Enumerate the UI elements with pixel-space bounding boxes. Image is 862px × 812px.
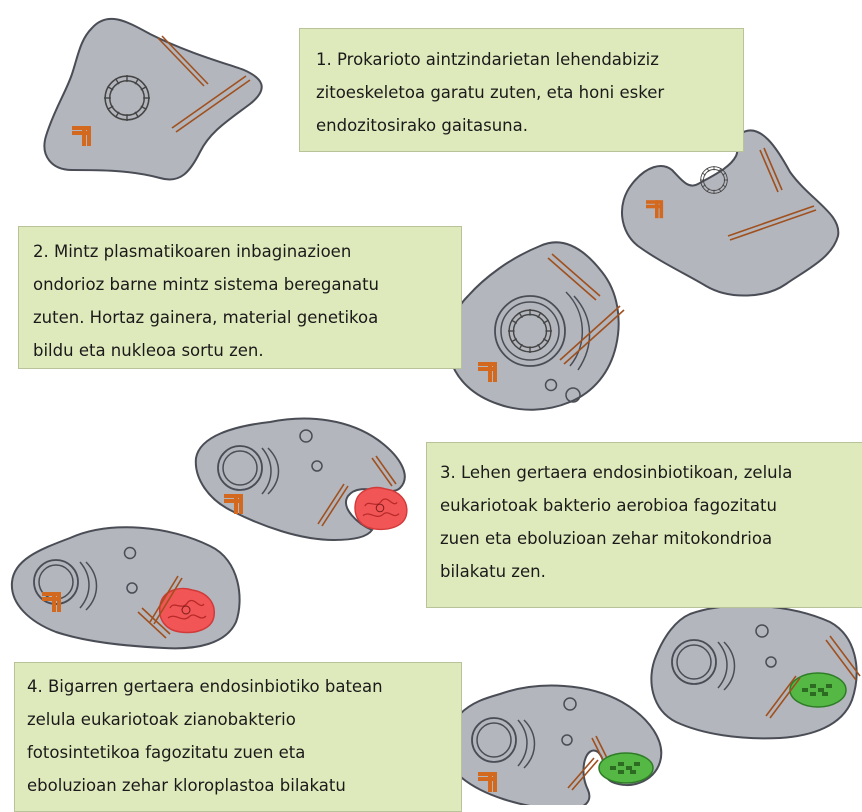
aerobic-bacterium (355, 488, 407, 530)
cell-with-chloroplast (651, 606, 860, 739)
caption-3-line-2: eukariotoak bakterio aerobioa fagozitatu (440, 489, 862, 522)
caption-2-line-3: zuten. Hortaz gainera, material genetiko… (33, 301, 461, 334)
caption-3-line-3: zuen eta eboluzioan zehar mitokondrioa (440, 522, 862, 555)
cell-prokaryote (44, 19, 261, 180)
caption-3-line-4: bilakatu zen. (440, 555, 862, 588)
cell-phagocytosing-cyanobacterium (447, 686, 662, 805)
caption-step-3: 3. Lehen gertaera endosinbiotikoan, zelu… (426, 442, 862, 608)
caption-4-line-1: 4. Bigarren gertaera endosinbiotiko bate… (27, 670, 461, 703)
caption-step-2: 2. Mintz plasmatikoaren inbaginazioen on… (18, 226, 462, 369)
caption-step-1: 1. Prokarioto aintzindarietan lehendabiz… (299, 28, 744, 152)
cell-nucleus-forming (448, 242, 624, 409)
caption-2-line-2: ondorioz barne mintz sistema bereganatu (33, 268, 461, 301)
cell-with-mitochondrion (12, 527, 240, 648)
cyanobacterium (599, 753, 653, 783)
caption-2-line-4: bildu eta nukleoa sortu zen. (33, 334, 461, 367)
caption-1-line-3: endozitosirako gaitasuna. (316, 109, 743, 142)
caption-4-line-3: fotosintetikoa fagozitatu zuen eta (27, 736, 461, 769)
caption-1-line-1: 1. Prokarioto aintzindarietan lehendabiz… (316, 43, 743, 76)
caption-2-line-1: 2. Mintz plasmatikoaren inbaginazioen (33, 235, 461, 268)
caption-1-line-2: zitoeskeletoa garatu zuten, eta honi esk… (316, 76, 743, 109)
caption-4-line-4: eboluzioan zehar kloroplastoa bilakatu (27, 769, 461, 802)
cell-invaginating (622, 130, 838, 295)
caption-3-line-1: 3. Lehen gertaera endosinbiotikoan, zelu… (440, 456, 862, 489)
caption-4-line-2: zelula eukariotoak zianobakterio (27, 703, 461, 736)
caption-step-4: 4. Bigarren gertaera endosinbiotiko bate… (14, 662, 462, 812)
